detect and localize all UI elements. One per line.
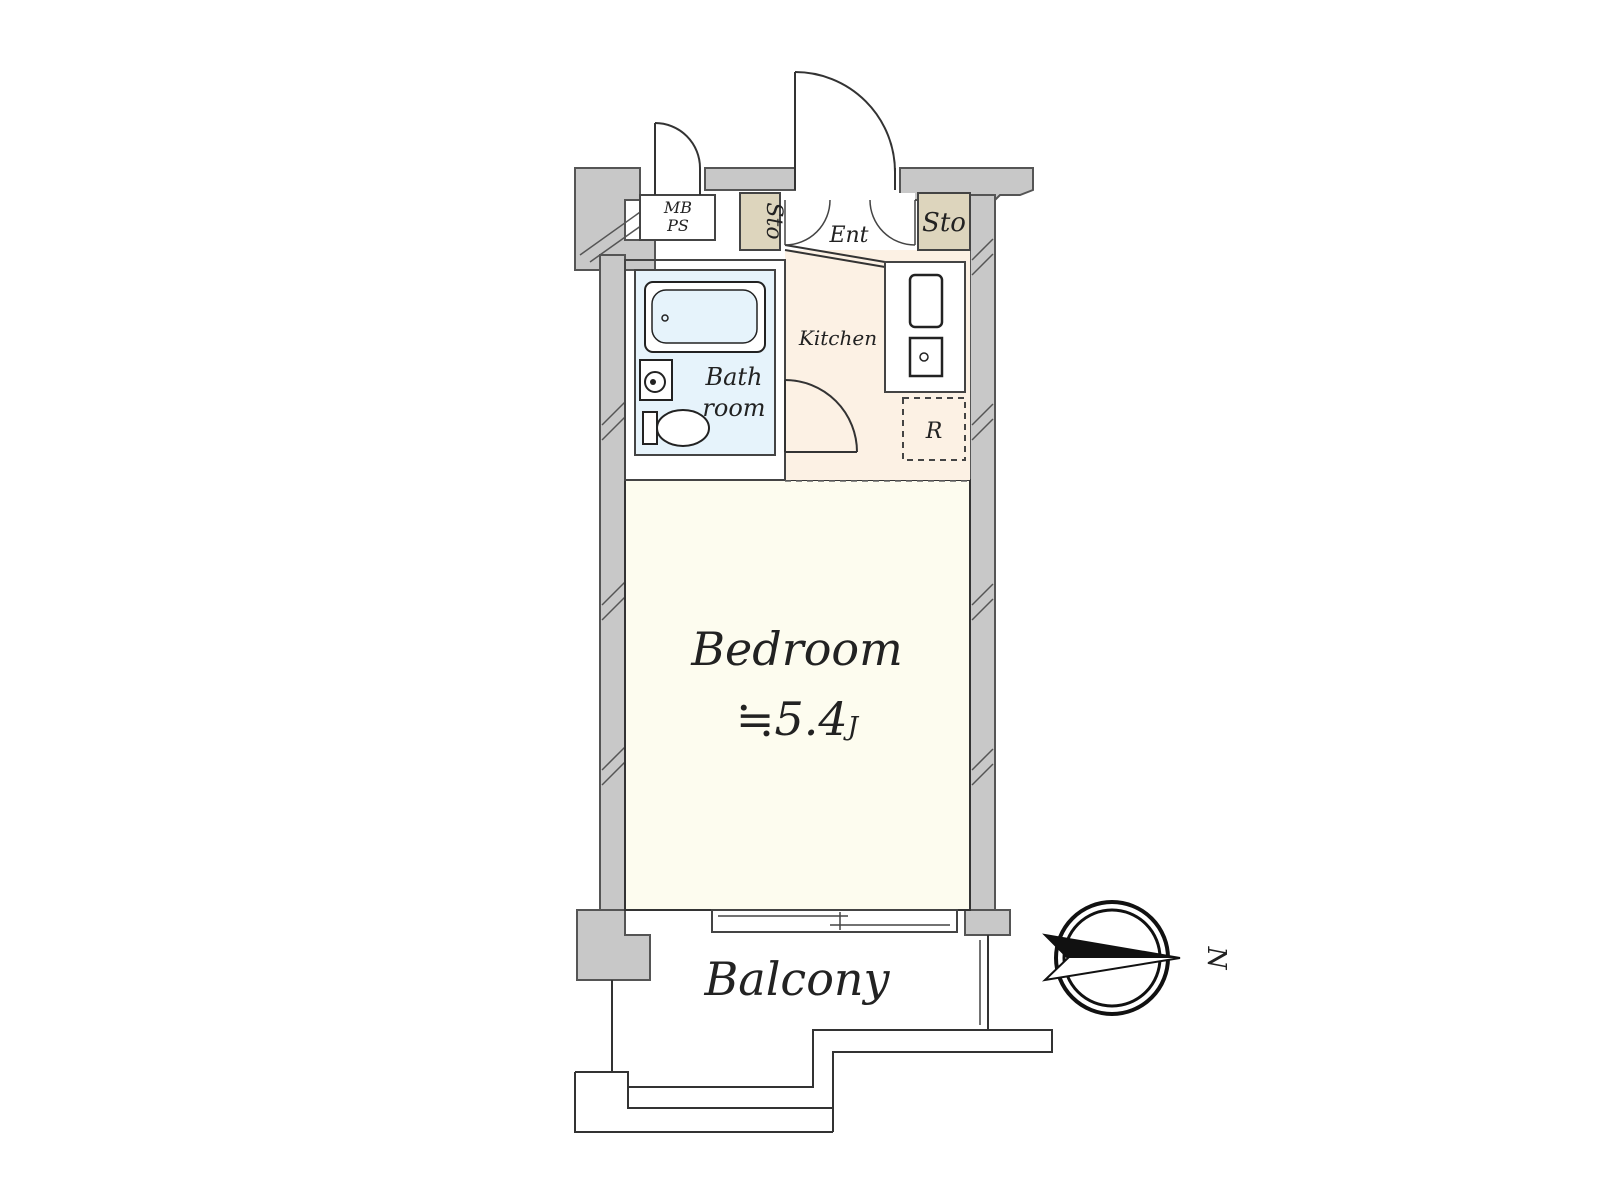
entrance-label: Ent [828,223,868,248]
doors [654,71,916,453]
bedroom-area [624,479,971,911]
bedroom-size-unit: J [843,712,860,742]
storage-left [739,192,781,251]
burner-icon [919,352,929,362]
bathroom-frame [624,259,786,481]
bathroom-label-line2: room [702,394,765,422]
washbasin-icon [644,371,666,393]
storage-right-label: Sto [922,208,966,238]
kitchen-label: Kitchen [798,326,877,350]
toilet-tank [642,411,658,445]
refrigerator-space [902,397,966,461]
storage-right [917,192,971,251]
refrigerator-label: R [925,419,943,444]
bathtub-inner [651,289,758,344]
mbps-label-line2: PS [666,216,689,235]
bedroom-size: ≒5.4J [736,692,860,746]
mbps-box [639,194,716,241]
bedroom-size-value: ≒5.4 [736,692,848,746]
toilet-icon [656,409,710,447]
stove-icon [908,336,944,378]
mbps-label-line1: MB [663,198,692,217]
balcony-label: Balcony [703,952,890,1006]
drain-icon [661,314,669,322]
bathroom-label-line1: Bath [704,363,762,391]
balcony-sliding-door [711,909,958,933]
sink-icon [908,273,944,329]
balcony-outline [611,980,1053,1109]
faucet-icon [650,379,656,385]
bedroom-label: Bedroom [690,622,902,676]
wall-hatching [579,204,994,786]
exterior-walls [574,167,1034,981]
compass-north-label: N [1201,946,1231,971]
storage-left-label: Sto [761,202,786,239]
compass-icon: N [1041,900,1231,1016]
entrance-area [785,193,915,250]
